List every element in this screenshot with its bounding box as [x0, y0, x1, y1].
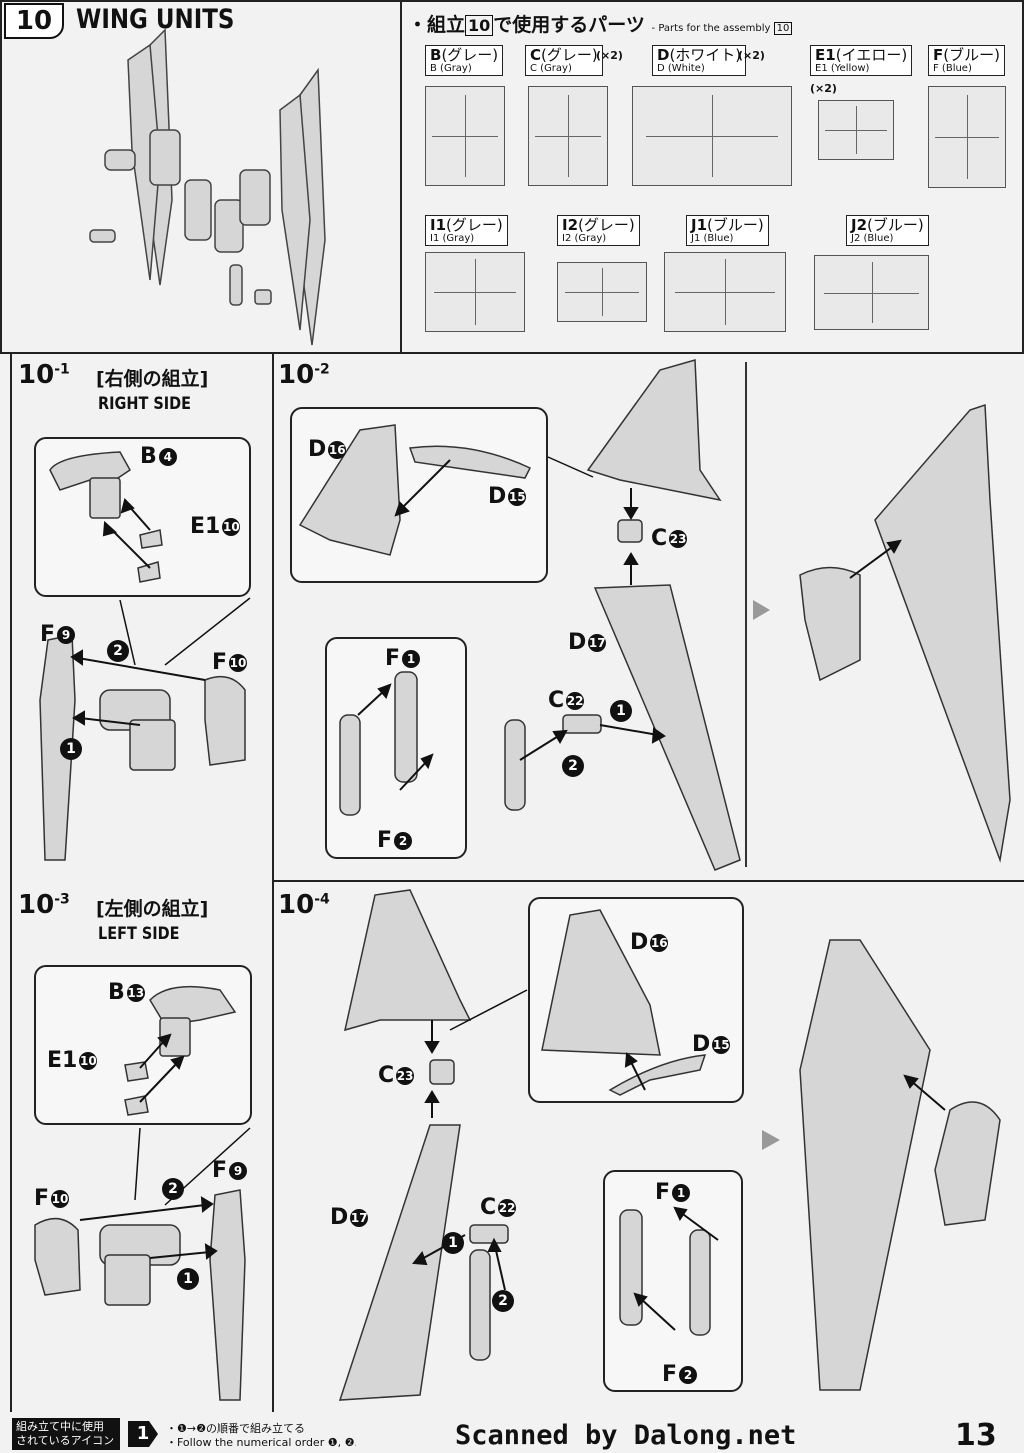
- order-marker-2: 2: [107, 640, 129, 662]
- substep-10-3-jp-title: [左側の組立]: [96, 898, 209, 920]
- runner-j2-frame: [814, 255, 929, 330]
- footer-order-note: ・❶→❷の順番で組み立てる ・Follow the numerical orde…: [166, 1422, 356, 1451]
- runner-i1-frame: [425, 252, 525, 332]
- substep-10-1-panel: [10, 352, 274, 882]
- order-marker-1-sub4: 1: [442, 1232, 464, 1254]
- step-title: WING UNITS: [76, 4, 235, 35]
- footer-icon-legend-box: 組み立て中に使用 されているアイコン: [12, 1418, 120, 1450]
- footer-note-jp: ・❶→❷の順番で組み立てる: [166, 1422, 305, 1435]
- substep-10-1-en-title: RIGHT SIDE: [98, 394, 191, 414]
- substep-10-3-en-title: LEFT SIDE: [98, 924, 180, 944]
- runner-label-d: D(ホワイト)D (White): [652, 45, 747, 77]
- substep-10-2-panel: [272, 352, 1024, 882]
- runner-label-f: F(ブルー)F (Blue): [928, 45, 1005, 77]
- runner-label-b: B(グレー)B (Gray): [425, 45, 504, 77]
- runner-label-e1: E1(イエロー)E1 (Yellow): [810, 45, 913, 77]
- runner-c-multiplier: (×2): [596, 49, 623, 62]
- runner-label-i2: I2(グレー)I2 (Gray): [557, 215, 640, 247]
- runner-c-frame: [528, 86, 608, 186]
- order-marker-1: 1: [60, 738, 82, 760]
- runner-j1-frame: [664, 252, 786, 332]
- parts-header-bullet: ・: [408, 14, 428, 36]
- runner-b-frame: [425, 86, 505, 186]
- substep-10-4-wing-drawing: [338, 889, 1001, 1401]
- runner-label-j2: J2(ブルー)J2 (Blue): [846, 215, 929, 247]
- page-number: 13: [955, 1418, 997, 1453]
- substep-10-4-number: 10-4: [278, 890, 330, 920]
- parts-header-box: 10: [465, 15, 494, 36]
- parts-header-prefix: 組立: [427, 14, 466, 36]
- substep-10-2-number: 10-2: [278, 360, 330, 390]
- substep-10-3-number: 10-3: [18, 890, 70, 920]
- wing-overview-illustration: [89, 28, 326, 346]
- footer-icon-legend-line2: されているアイコン: [16, 1434, 115, 1447]
- flow-arrow-triangle-2: [762, 1130, 780, 1150]
- parts-header-en-box: 10: [773, 22, 793, 35]
- scanned-by-credit: Scanned by Dalong.net: [455, 1420, 797, 1451]
- order-marker-2-sub2: 2: [562, 755, 584, 777]
- substep-10-2-wing-drawing: [298, 359, 1011, 871]
- parts-header-en: - Parts for the assembly: [651, 23, 771, 34]
- footer-order-icon: 1: [128, 1421, 158, 1447]
- runner-e1-frame: [818, 100, 894, 160]
- order-marker-1-sub2: 1: [610, 700, 632, 722]
- runner-label-c: C(グレー)C (Gray): [525, 45, 603, 77]
- flow-arrow-triangle: [753, 600, 770, 620]
- substep-10-1-number: 10-1: [18, 360, 70, 390]
- substep-10-1-jp-title: [右側の組立]: [96, 368, 209, 390]
- footer-icon-legend-line1: 組み立て中に使用: [16, 1420, 104, 1433]
- runner-label-i1: I1(グレー)I1 (Gray): [425, 215, 508, 247]
- runner-e1-multiplier: (×2): [810, 82, 837, 95]
- runner-label-j1: J1(ブルー)J1 (Blue): [686, 215, 769, 247]
- substep-10-2-divider: [745, 362, 747, 867]
- order-marker-2-sub4: 2: [492, 1290, 514, 1312]
- runner-i2-frame: [557, 262, 647, 322]
- substep-10-3-panel: [10, 882, 274, 1412]
- order-marker-2-sub3: 2: [162, 1178, 184, 1200]
- parts-list-panel: [400, 0, 1024, 354]
- runner-d-multiplier: (×2): [738, 49, 765, 62]
- runner-f-frame: [928, 86, 1006, 188]
- runner-d-frame: [632, 86, 792, 186]
- step-number-box: 10: [4, 3, 64, 39]
- order-marker-1-sub3: 1: [177, 1268, 199, 1290]
- parts-header-suffix: で使用するパーツ: [493, 14, 645, 36]
- footer-note-en: ・Follow the numerical order ❶, ❷...: [166, 1436, 356, 1450]
